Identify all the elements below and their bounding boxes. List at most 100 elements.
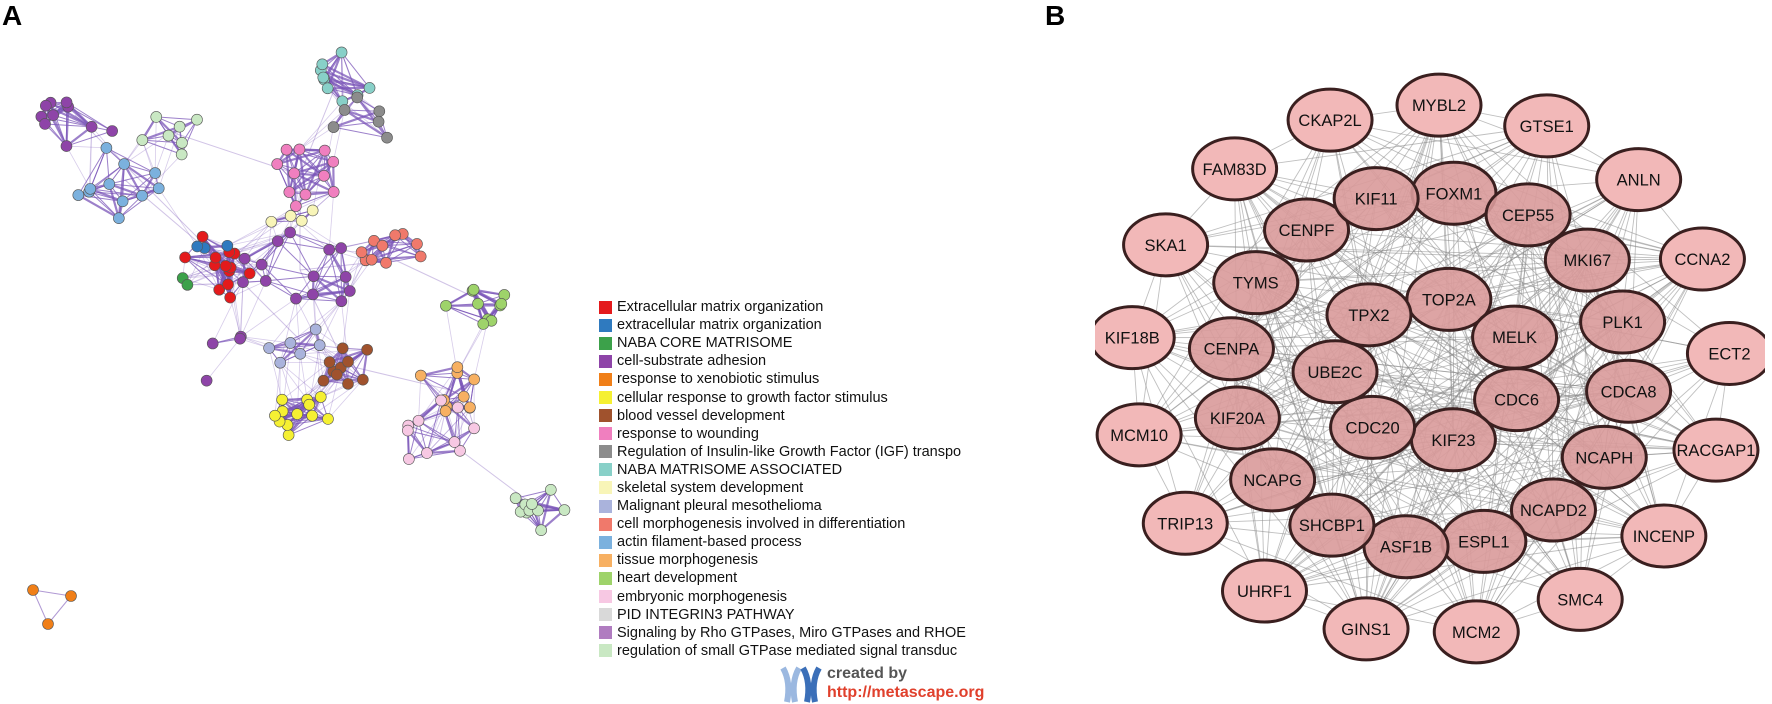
panel-label-b: B [1045,0,1065,32]
network-a-node [324,244,335,255]
ppi-node-ube2c: UBE2C [1293,341,1377,403]
network-a-node [415,251,426,262]
legend-label: cell-substrate adhesion [617,353,766,369]
network-a-node [469,423,480,434]
network-a-node [117,196,128,207]
ppi-node-incenp: INCENP [1622,505,1706,567]
network-a-node [526,498,537,509]
legend-item: response to wounding [599,425,989,443]
legend-item: skeletal system development [599,479,989,497]
legend-label: response to wounding [617,426,759,442]
network-a-node [176,137,187,148]
ppi-node-label: CENPF [1279,222,1335,240]
network-a-node [296,215,307,226]
network-a-node [322,83,333,94]
network-a-node [220,260,231,271]
network-a-node [452,362,463,373]
network-a-node [310,324,321,335]
ppi-node-label: INCENP [1633,528,1695,546]
network-a-node [307,410,318,421]
legend-item: Malignant pleural mesothelioma [599,497,989,515]
ppi-node-label: UBE2C [1308,364,1363,382]
credit-created-by: created by [827,664,984,683]
ppi-node-label: SKA1 [1144,237,1186,255]
ppi-node-ncapg: NCAPG [1231,449,1315,511]
ppi-node-trip13: TRIP13 [1143,492,1227,554]
legend-swatch [599,409,612,422]
metascape-credit: created by http://metascape.org [779,662,984,704]
ppi-node-ccna2: CCNA2 [1660,228,1744,290]
legend-swatch [599,572,612,585]
ppi-node-label: CDC20 [1346,419,1400,437]
ppi-node-cdca8: CDCA8 [1587,360,1671,422]
legend-swatch [599,518,612,531]
legend-label: extracellular matrix organization [617,317,822,333]
network-a-node [315,391,326,402]
ppi-node-mcm2: MCM2 [1434,601,1518,663]
network-a-node [292,409,303,420]
network-a-edge [300,354,307,400]
ppi-node-label: MCM2 [1452,624,1501,642]
credit-url-link[interactable]: http://metascape.org [827,683,984,702]
network-a-edge [240,282,243,339]
legend-swatch [599,608,612,621]
network-a-node [176,149,187,160]
network-a-node [536,525,547,536]
network-a-node [307,205,318,216]
network-a-node [411,238,422,249]
network-a-node [336,243,347,254]
ppi-node-mybl2: MYBL2 [1397,74,1481,136]
network-a-edge [230,298,241,337]
ppi-network: MYBL2GTSE1ANLNCCNA2ECT2RACGAP1INCENPSMC4… [1095,70,1765,690]
network-a-node [281,144,292,155]
network-a-node [322,413,333,424]
legend-label: NABA MATRISOME ASSOCIATED [617,462,842,478]
network-a-node [235,333,246,344]
legend-label: cell morphogenesis involved in different… [617,516,905,532]
network-a-node [180,252,191,263]
network-a-node [225,292,236,303]
ppi-node-label: KIF18B [1105,330,1160,348]
ppi-node-gtse1: GTSE1 [1505,95,1589,157]
ppi-node-label: MELK [1492,329,1537,347]
network-a-node [472,298,483,309]
network-a-node [496,298,507,309]
network-a-node [344,285,355,296]
network-a-node [153,183,164,194]
legend-label: response to xenobiotic stimulus [617,371,819,387]
network-a-node [201,375,212,386]
network-a-node [40,100,51,111]
network-a-node [415,370,426,381]
network-a-node [222,240,233,251]
legend-item: blood vessel development [599,407,989,425]
legend-item: regulation of small GTPase mediated sign… [599,642,989,660]
network-a-node [61,97,72,108]
network-a-node [119,159,130,170]
legend-label: regulation of small GTPase mediated sign… [617,643,957,659]
ppi-node-label: SMC4 [1557,591,1603,609]
network-a-node [85,183,96,194]
network-a-node [373,116,384,127]
network-a-node [104,179,115,190]
network-a-node [357,374,368,385]
ppi-node-espl1: ESPL1 [1442,510,1526,572]
network-a-node [66,591,77,602]
network-a-node [382,132,393,143]
network-a-node [318,170,329,181]
network-a-node [269,410,280,421]
network-a-node [28,585,39,596]
ppi-node-label: TYMS [1233,275,1279,293]
network-a-node [283,430,294,441]
metascape-logo-icon [779,662,823,704]
legend-label: PID INTEGRIN3 PATHWAY [617,607,795,623]
network-a-node [342,378,353,389]
legend-item: PID INTEGRIN3 PATHWAY [599,606,989,624]
network-a-node [239,253,250,264]
ppi-node-ska1: SKA1 [1124,214,1208,276]
ppi-node-label: CKAP2L [1298,112,1361,130]
legend-item: response to xenobiotic stimulus [599,370,989,388]
ppi-node-label: CEP55 [1502,207,1554,225]
network-a-node [174,121,185,132]
network-a-node [304,399,315,410]
network-a-node [73,190,84,201]
